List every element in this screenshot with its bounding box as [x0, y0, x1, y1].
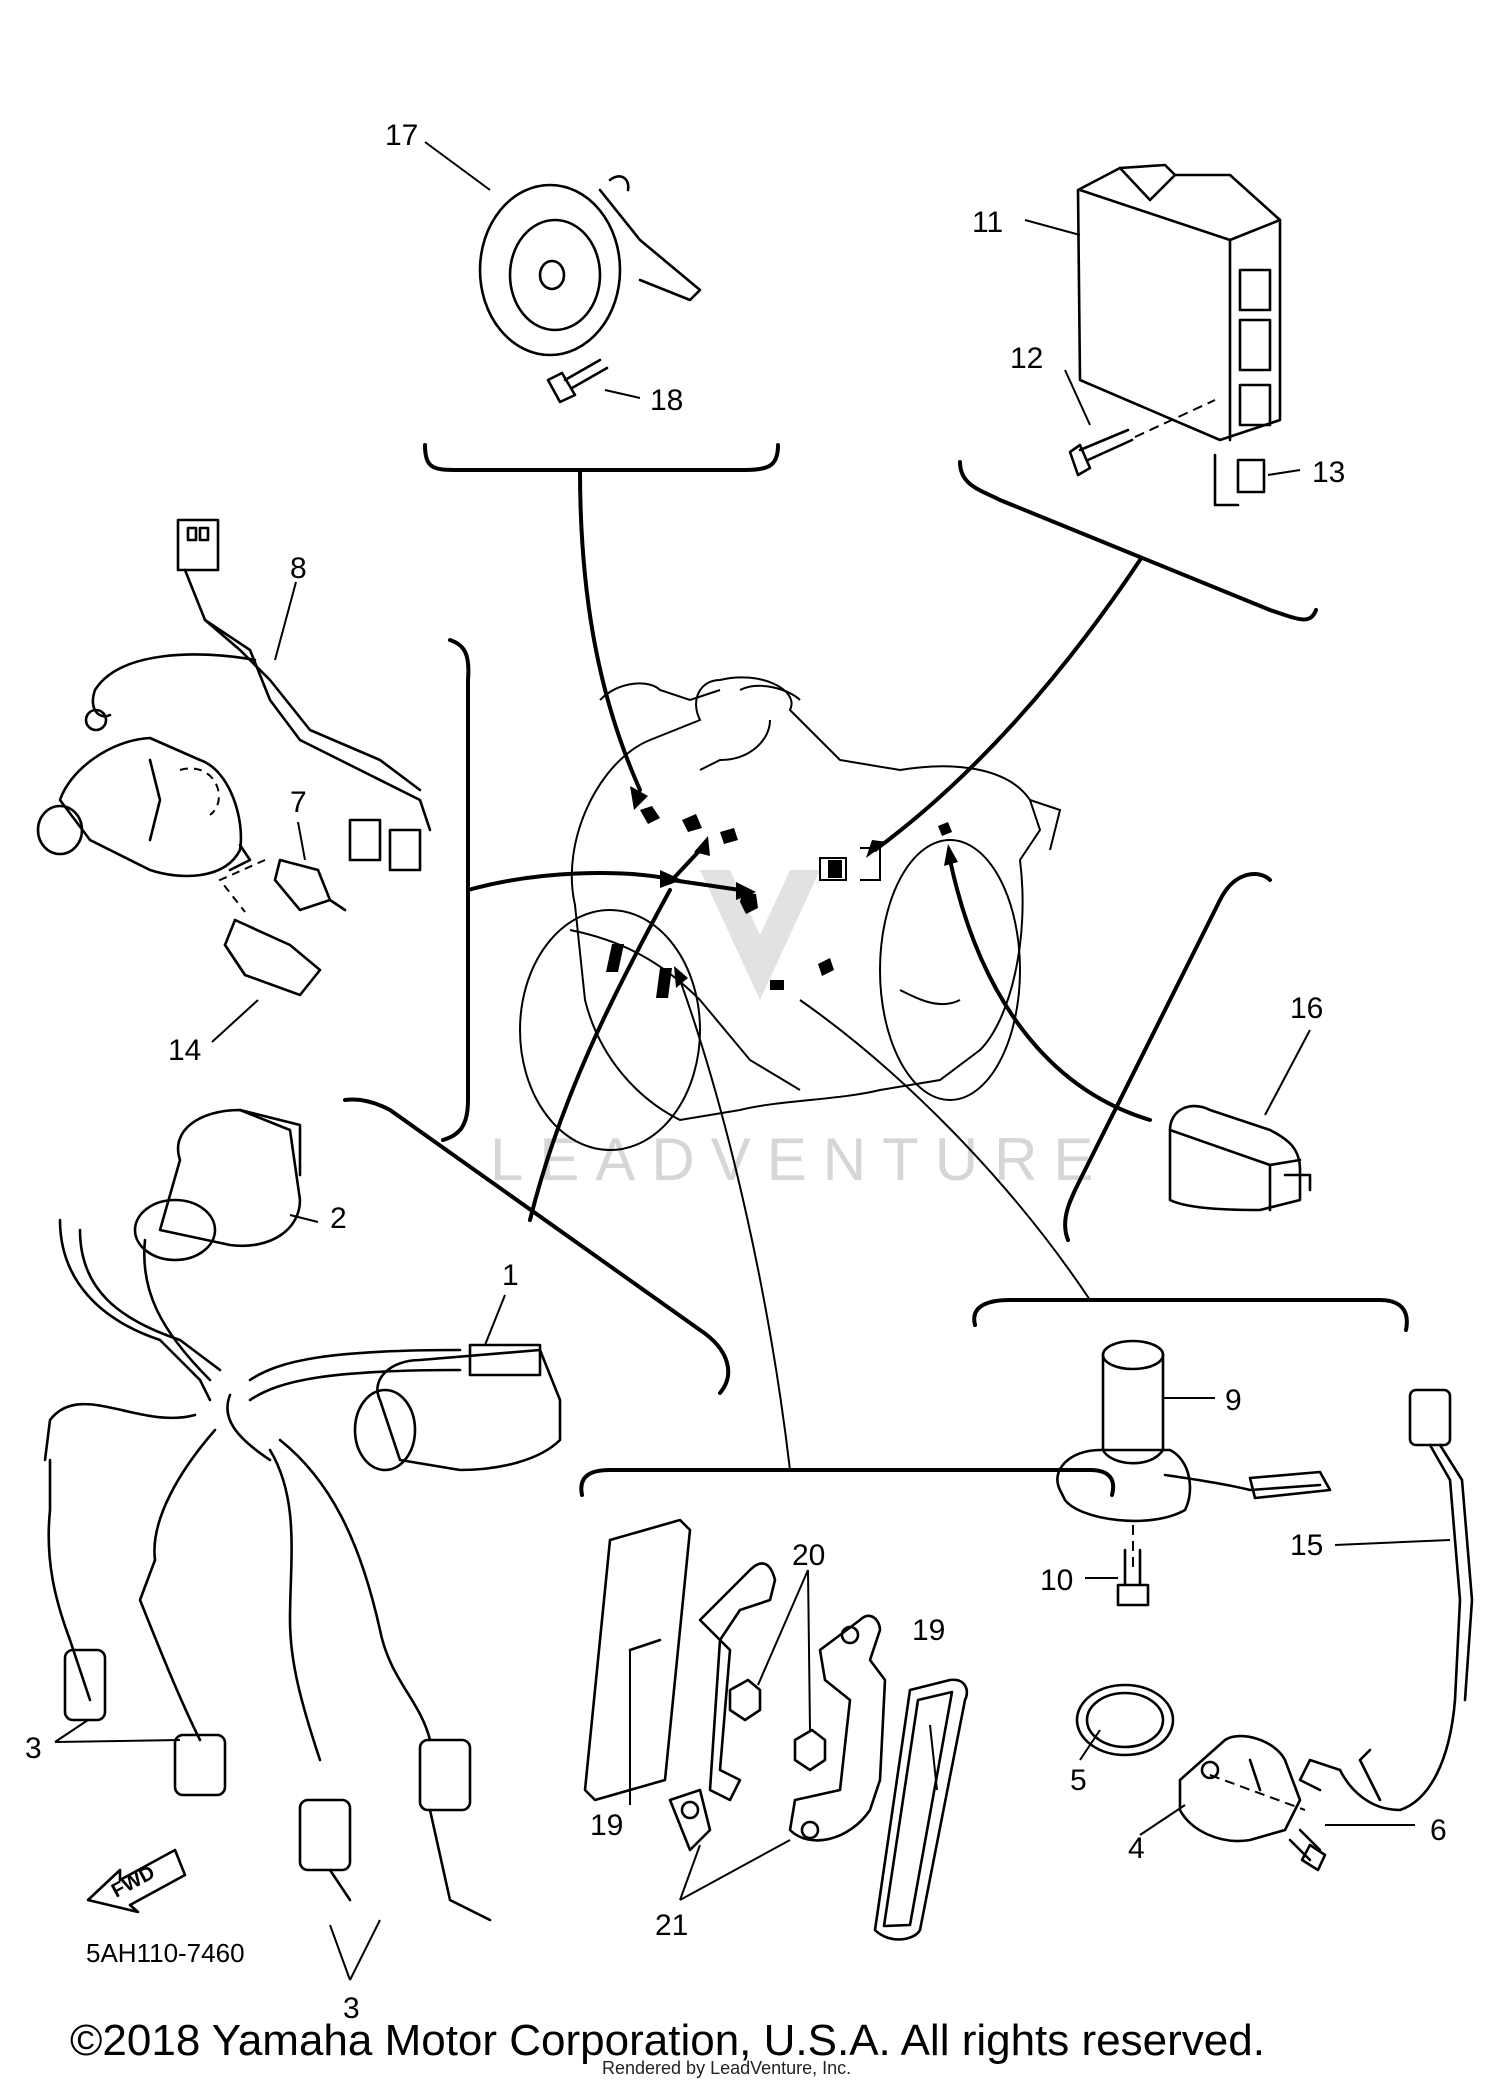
- group-bracket-pickup: [441, 638, 471, 1142]
- callout-15: 15: [1290, 1529, 1323, 1562]
- callout-14: 14: [168, 1034, 201, 1067]
- callout-13: 13: [1312, 456, 1345, 489]
- ignition-coil-icon: [58, 1108, 302, 1402]
- copyright-text: ©2018 Yamaha Motor Corporation, U.S.A. A…: [70, 2016, 1265, 2065]
- callout-4: 4: [1128, 1832, 1145, 1865]
- callout-19: 19: [590, 1809, 623, 1842]
- callout-20: 20: [792, 1539, 825, 1572]
- group-bracket-ecu: [958, 460, 1318, 622]
- lead-wire-icon: [1298, 1388, 1474, 1812]
- group-bracket-relay: [1063, 872, 1272, 1242]
- callout-19: 19: [912, 1614, 945, 1647]
- gasket-icon: [1075, 1683, 1175, 1757]
- callout-6: 6: [1430, 1814, 1447, 1847]
- screw-icon: [1288, 1828, 1327, 1872]
- group-bracket-coils: [343, 1097, 731, 1395]
- neutral-switch-icon: [218, 818, 422, 913]
- callout-9: 9: [1225, 1384, 1242, 1417]
- callout-7: 7: [290, 786, 307, 819]
- callout-10: 10: [1040, 1564, 1073, 1597]
- motorcycle-icon: [519, 676, 1062, 1151]
- leader-arrows: [466, 468, 1152, 1471]
- bracket-icon: [788, 1614, 887, 1842]
- relay-icon: [1168, 1104, 1312, 1212]
- callout-18: 18: [650, 384, 683, 417]
- callout-1: 1: [502, 1259, 519, 1292]
- group-bracket-reflector: [579, 1468, 1116, 1497]
- group-bracket-horn: [423, 443, 780, 472]
- reflector-icon: [873, 1678, 969, 1941]
- callout-5: 5: [1070, 1764, 1087, 1797]
- callout-numbers: 1 2 3 3 4 5 6 7 8 9 10 11 12 13 14 15 16…: [25, 119, 1447, 2025]
- bracket-icon: [668, 1562, 777, 1852]
- callout-8: 8: [290, 552, 307, 585]
- switch-icon: [223, 918, 322, 997]
- callout-16: 16: [1290, 992, 1323, 1025]
- callout-lines: [54, 141, 1451, 1981]
- callout-21: 21: [655, 1909, 688, 1942]
- sensor-icon: [1056, 1339, 1332, 1570]
- ignition-coil-icon: [226, 1343, 562, 1472]
- clip-icon: [1213, 453, 1266, 507]
- watermark-logo: LEADVENTURE: [490, 870, 1109, 1193]
- ecu-icon: [1076, 163, 1282, 442]
- diagram-code: 5AH110-7460: [86, 1938, 245, 1968]
- callout-11: 11: [972, 206, 1003, 239]
- reflector-icon: [583, 1518, 692, 1802]
- bolt-icon: [1116, 1548, 1150, 1607]
- group-bracket-switch: [972, 1298, 1409, 1332]
- switch-housing-icon: [1178, 1734, 1306, 1843]
- horn-icon: [478, 175, 702, 357]
- watermark-text: LEADVENTURE: [490, 1126, 1109, 1193]
- spark-plug-cap-icon: [43, 1402, 492, 1922]
- screw-icon: [1068, 399, 1216, 477]
- fwd-arrow-icon: FWD: [86, 1848, 187, 1914]
- fwd-label: FWD: [108, 1862, 159, 1903]
- callout-3: 3: [343, 1992, 360, 2025]
- bolt-icon: [546, 358, 609, 404]
- pickup-coil-icon: [36, 518, 432, 878]
- callout-2: 2: [330, 1202, 347, 1235]
- nut-icon: [728, 1678, 827, 1772]
- callout-3: 3: [25, 1732, 42, 1765]
- rendered-by-text: Rendered by LeadVenture, Inc.: [602, 2058, 852, 2078]
- callout-17: 17: [385, 119, 418, 152]
- callout-12: 12: [1010, 342, 1043, 375]
